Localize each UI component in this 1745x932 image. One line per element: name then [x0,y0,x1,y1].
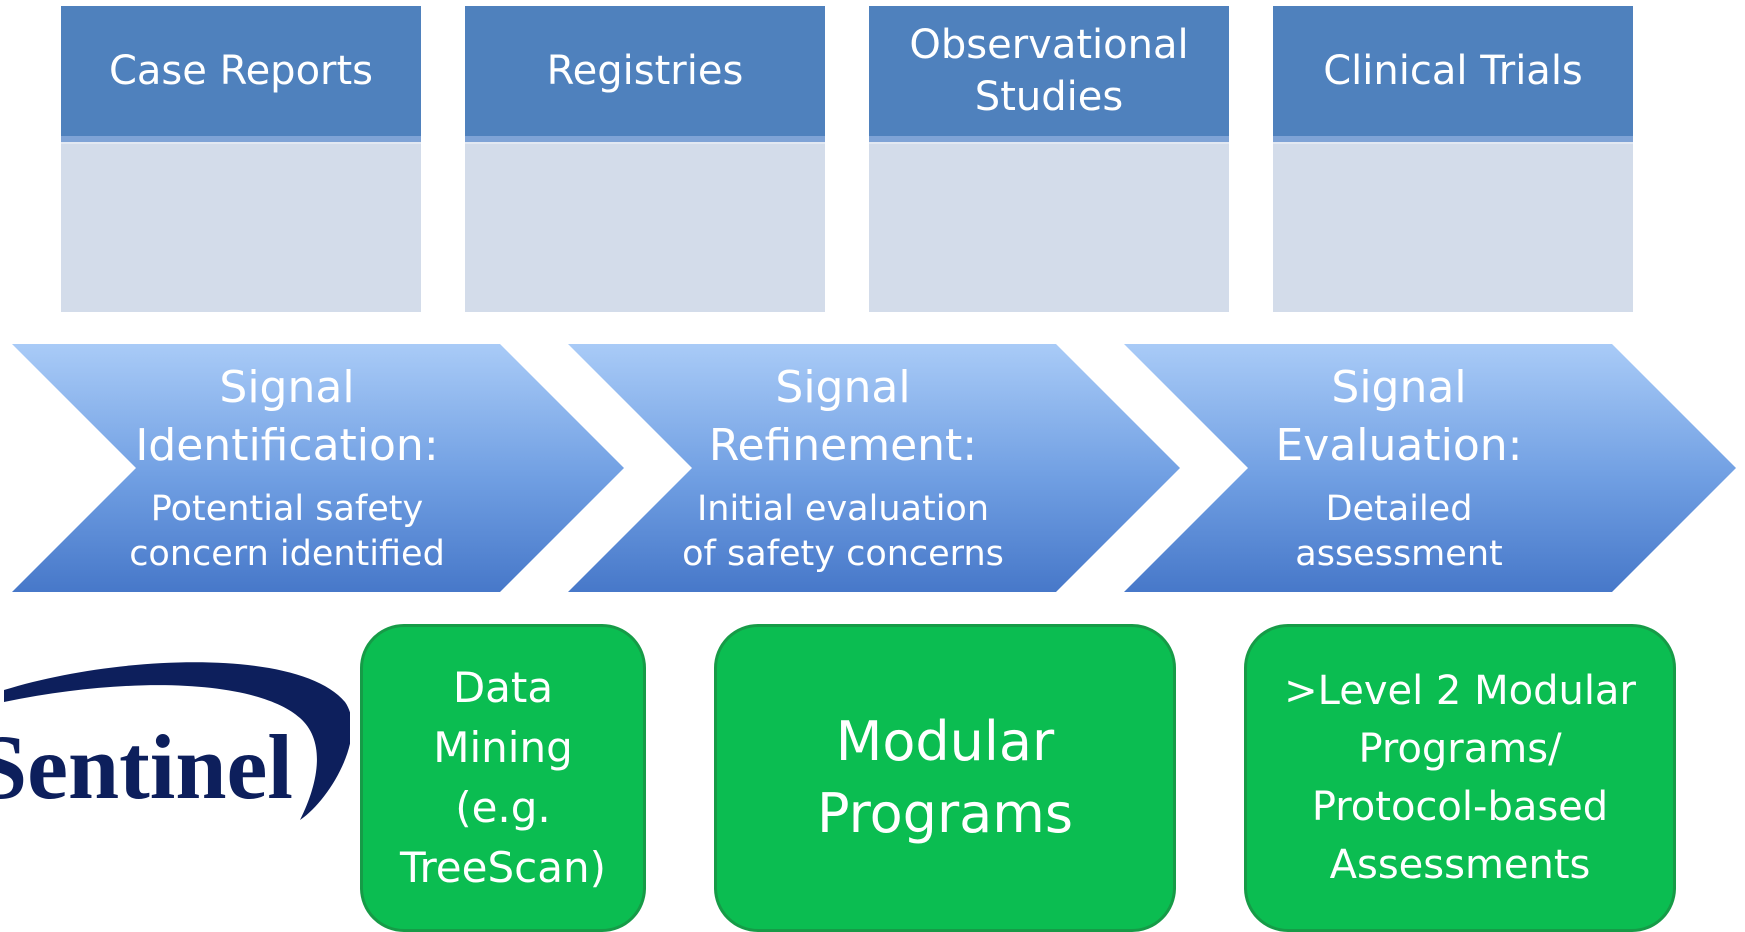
stage-description: Detailed assessment [1295,489,1503,574]
source-card-registries: Registries [465,6,825,312]
sentinel-logo-swoosh-icon [4,662,350,820]
method-box-level2-assessments: >Level 2 Modular Programs/ Protocol-base… [1244,624,1676,932]
method-label: Data Mining (e.g. TreeScan) [399,663,606,892]
source-card-header: Observational Studies [869,6,1229,142]
source-label: Case Reports [108,48,374,94]
stage-chevron-refinement: Signal Refinement: Initial evaluation of… [568,344,1180,592]
source-card-header: Case Reports [61,6,421,142]
sentinel-logo: Sentinel [0,662,350,820]
stage-title: Signal Evaluation: [1275,362,1523,471]
source-label: Observational Studies [909,22,1189,120]
source-card-body [61,142,421,312]
stage-description: Potential safety concern identified [129,489,445,574]
source-label: Clinical Trials [1323,48,1583,94]
source-label: Registries [546,48,744,94]
stage-description: Initial evaluation of safety concerns [682,489,1004,574]
stage-title: Signal Identification: [135,362,439,471]
method-box-data-mining: Data Mining (e.g. TreeScan) [360,624,646,932]
source-card-body [1273,142,1633,312]
method-box-modular-programs: Modular Programs [714,624,1176,932]
source-card-body [465,142,825,312]
source-card-header: Clinical Trials [1273,6,1633,142]
chevron-arrow-shape [568,344,1180,592]
source-card-observational-studies: Observational Studies [869,6,1229,312]
method-label: >Level 2 Modular Programs/ Protocol-base… [1284,668,1636,888]
stage-chevron-evaluation: Signal Evaluation: Detailed assessment [1124,344,1736,592]
chevron-arrow-shape [12,344,624,592]
source-card-case-reports: Case Reports [61,6,421,312]
method-label: Modular Programs [817,710,1073,845]
chevron-arrow-shape [1124,344,1736,592]
source-card-clinical-trials: Clinical Trials [1273,6,1633,312]
source-card-header: Registries [465,6,825,142]
stage-chevron-identification: Signal Identification: Potential safety … [12,344,624,592]
sentinel-logo-text: Sentinel [0,716,293,818]
stage-title: Signal Refinement: [708,362,978,471]
source-card-body [869,142,1229,312]
